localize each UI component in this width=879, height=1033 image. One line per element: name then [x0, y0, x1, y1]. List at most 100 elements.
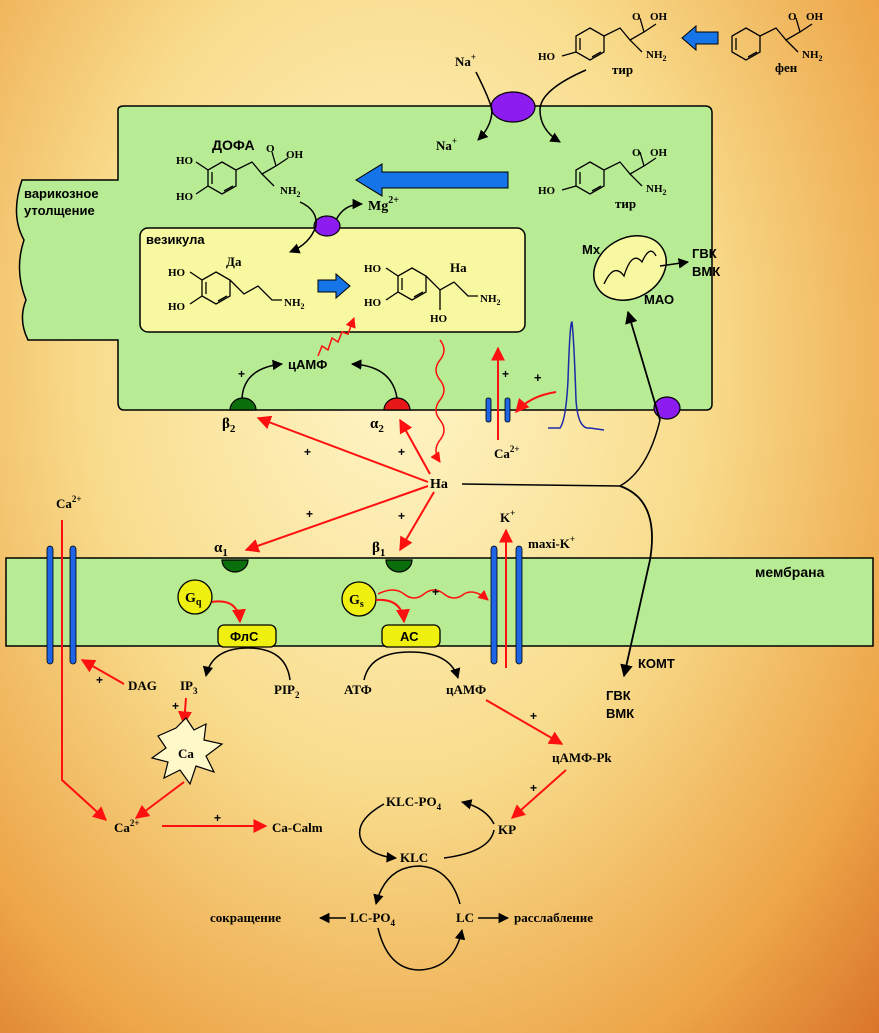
dopamine-molecule — [189, 271, 282, 305]
klc-to-kp-arc — [443, 829, 495, 859]
ac-enzyme — [381, 624, 441, 648]
tyr-outer-label: тир — [612, 62, 633, 77]
dag-label: DAG — [128, 678, 157, 693]
alpha1-receptor — [221, 559, 249, 573]
camp-to-pk-arrow — [485, 699, 564, 745]
tyr-inner-o: O — [632, 147, 641, 159]
ca-channel-left-a — [46, 545, 54, 665]
ca-calm-plus: + — [214, 811, 221, 825]
beta2-camp-plus: + — [238, 367, 245, 381]
tyr-outer-nh2: NH2 — [646, 49, 667, 63]
gq-to-flc-arrow — [211, 600, 246, 624]
uptake-transporter — [653, 396, 681, 420]
ip3-plus: + — [172, 699, 179, 713]
gs-label: Gs — [349, 593, 364, 610]
dopa-nh2: NH2 — [280, 185, 301, 199]
ap-trigger-arrow — [515, 391, 557, 414]
blue-arrow-phen-to-tyr — [681, 24, 719, 52]
camp-pk-label: цАМФ-Pk — [552, 750, 612, 765]
action-potential-trace — [548, 321, 605, 431]
pip2-conversion-arc — [202, 647, 291, 681]
na-to-komt-arrow — [619, 485, 653, 678]
da-ho1: HO — [168, 267, 186, 279]
da-ho2: HO — [168, 301, 186, 313]
ap-plus: + — [534, 370, 542, 385]
flc-enzyme — [217, 624, 277, 648]
mao-arrow — [659, 258, 690, 269]
beta2-receptor — [229, 397, 257, 411]
mg-label: Mg2+ — [368, 195, 399, 214]
pk-to-kp-arrow — [510, 769, 567, 819]
dag-plus: + — [96, 673, 103, 687]
calm-to-klc-arc — [358, 803, 398, 863]
contraction-label: сокращение — [210, 910, 281, 925]
camp-bottom-label: цАМФ — [446, 682, 486, 697]
ca-channel-left-b — [69, 545, 77, 665]
na-ho1: HO — [364, 263, 382, 275]
pk-kp-plus: + — [530, 781, 537, 795]
komt-label: КОМТ — [638, 656, 675, 671]
alpha1-label: α1 — [214, 540, 228, 559]
beta1-receptor — [385, 559, 413, 573]
atp-conversion-arc — [363, 651, 461, 681]
dopa-o: O — [266, 143, 275, 155]
mg-arrow — [335, 198, 364, 221]
na-to-alpha1-arrow — [244, 485, 429, 553]
na-entry-arrow — [475, 71, 493, 141]
membrane-label: мембрана — [755, 564, 825, 580]
dopa-label: ДОФА — [212, 137, 255, 153]
tyr-inner-oh: OH — [650, 147, 668, 159]
klc-po4-label: KLC-PO4 — [386, 794, 442, 812]
da-label: Да — [226, 254, 242, 269]
lc-to-lcpo4-arc — [373, 865, 461, 906]
blue-arrow-da-to-na — [317, 272, 351, 300]
vesicle-label: везикула — [146, 232, 205, 247]
ca-channel-inner-left — [485, 397, 492, 423]
gvk-top: ГВК — [692, 246, 717, 261]
vmk-top: ВМК — [692, 264, 720, 279]
dopa-oh: OH — [286, 149, 304, 161]
dopa-molecule — [195, 151, 289, 195]
lc-label: LC — [456, 910, 474, 925]
ca-calm-label: Ca-Calm — [272, 820, 323, 835]
alpha2-label: α2 — [370, 416, 384, 435]
beta1-label: β1 — [372, 540, 385, 559]
phenylalanine-molecule — [731, 17, 813, 61]
atf-label: АТФ — [344, 682, 372, 697]
na-to-beta2-arrow — [256, 415, 429, 483]
na-to-mito-arrow — [625, 310, 661, 421]
ca-store-label: Ca — [178, 746, 194, 761]
gs-to-k-wavy-arrow — [377, 589, 489, 601]
tyr-inner-ho: HO — [538, 185, 556, 197]
ca-plus-upper: + — [502, 367, 509, 381]
dag-to-ca-channel-arrow — [80, 659, 125, 685]
kp-label: KP — [498, 822, 516, 837]
vmk-bottom: ВМК — [606, 706, 634, 721]
tyr-outer-oh: OH — [650, 11, 668, 23]
alpha2-plus: + — [398, 445, 405, 459]
ca-store — [150, 717, 224, 786]
dopa-into-vesicle-arrow — [289, 201, 317, 254]
blue-arrow-tyr-to-dopa — [355, 163, 509, 197]
na-ho2: HO — [364, 297, 382, 309]
ip3-label: IP3 — [180, 678, 198, 696]
gs-k-plus: + — [432, 585, 439, 599]
gq-label: Gq — [185, 591, 202, 608]
da-nh2: NH2 — [284, 297, 305, 311]
ca2-bottom-label: Ca2+ — [114, 818, 140, 835]
phen-o: O — [788, 11, 797, 23]
ca2-inner: Ca2+ — [494, 444, 520, 461]
mao-label: МАО — [644, 292, 674, 307]
dopa-ho2: HO — [176, 191, 194, 203]
beta2-camp-arc — [241, 359, 284, 399]
tyr-inner-label: тир — [615, 196, 636, 211]
na-ion-top: Na+ — [455, 52, 476, 69]
varicose-label-line1: варикозное — [24, 186, 99, 201]
na-to-beta1-arrow — [399, 491, 435, 552]
tyr-inner-nh2: NH2 — [646, 183, 667, 197]
flc-label: ФлС — [230, 629, 259, 644]
beta1-plus: + — [398, 509, 405, 523]
noradrenaline-molecule — [385, 267, 478, 310]
tyr-outer-o: O — [632, 11, 641, 23]
alpha1-plus: + — [306, 507, 313, 521]
